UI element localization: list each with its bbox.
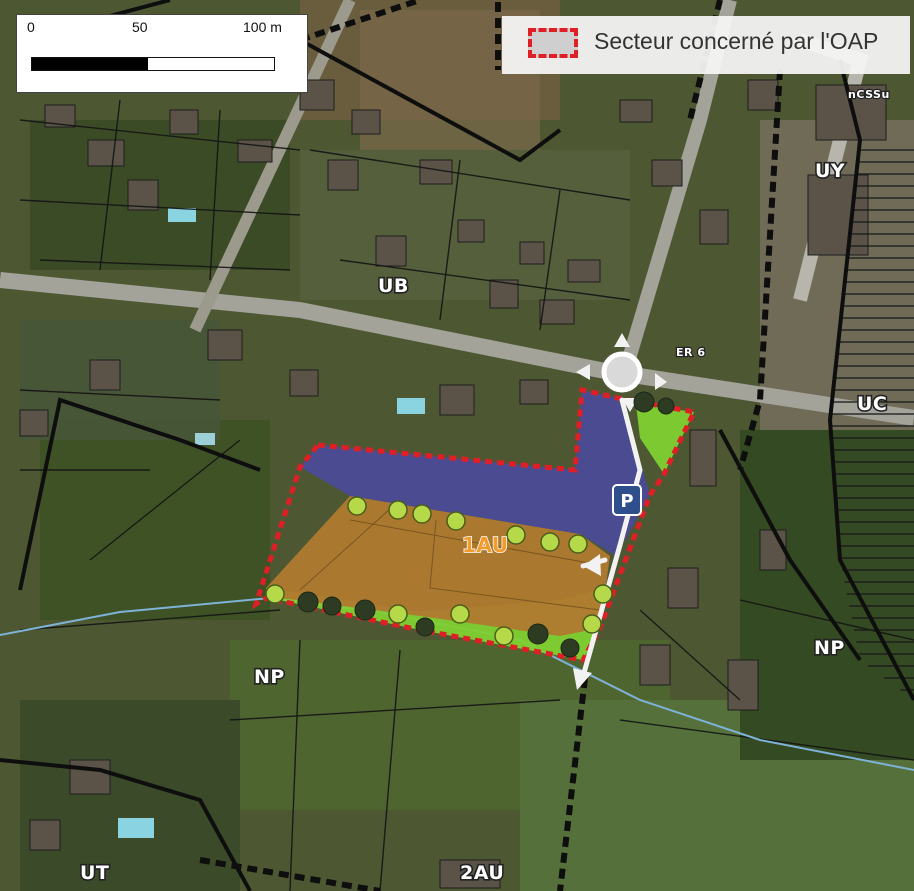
pool-southwest [118, 818, 154, 838]
roundabout-arrow-west [576, 364, 590, 380]
legend-label: Secteur concerné par l'OAP [594, 28, 879, 54]
legend: Secteur concerné par l'OAP [502, 16, 910, 74]
green-buffer-east [636, 404, 694, 474]
buildings [19, 79, 887, 889]
scale-tick-0: 0 [27, 19, 35, 35]
parking-sign[interactable] [612, 484, 642, 516]
arrow-head-west [583, 554, 601, 576]
hatched-zone-east [830, 140, 914, 700]
parking-label: P [620, 491, 633, 512]
scale-bar: 0 50 100 m [16, 14, 308, 93]
corner-label: nCSSu [848, 88, 890, 101]
zone-label-ut: UT [80, 862, 109, 884]
zone-label-1au: 1AU [462, 533, 509, 557]
pool-north [168, 208, 196, 222]
scale-segment-black [32, 58, 149, 70]
scale-tick-50: 50 [132, 19, 148, 35]
trees-planned [265, 496, 613, 646]
zone-label-2au: 2AU [460, 862, 504, 884]
zone-label-uy: UY [815, 160, 845, 182]
reserve-label-er6: ER 6 [676, 346, 705, 359]
scale-segment-white [148, 58, 274, 70]
pool-center [397, 398, 425, 414]
roundabout-arrow-north [614, 333, 630, 347]
zone-label-uc: UC [857, 393, 887, 415]
road-main-east-west [0, 272, 914, 426]
zone-label-np-east: NP [814, 637, 845, 659]
zone-label-np-west: NP [254, 666, 285, 688]
roundabout-arrow-east [655, 373, 667, 390]
access-zone [300, 390, 650, 556]
roundabout[interactable] [601, 351, 643, 393]
scale-tick-100: 100 m [243, 19, 282, 35]
zone-label-ub: UB [378, 275, 409, 297]
field-southwest [40, 420, 270, 620]
oap-boundary [251, 386, 698, 663]
building-zone-lines [299, 499, 601, 611]
legend-swatch-oap [528, 28, 578, 58]
pool-west [195, 433, 215, 445]
scale-bar-graphic [31, 57, 275, 71]
arrow-head-south [573, 668, 592, 690]
trees-existing [297, 391, 675, 658]
